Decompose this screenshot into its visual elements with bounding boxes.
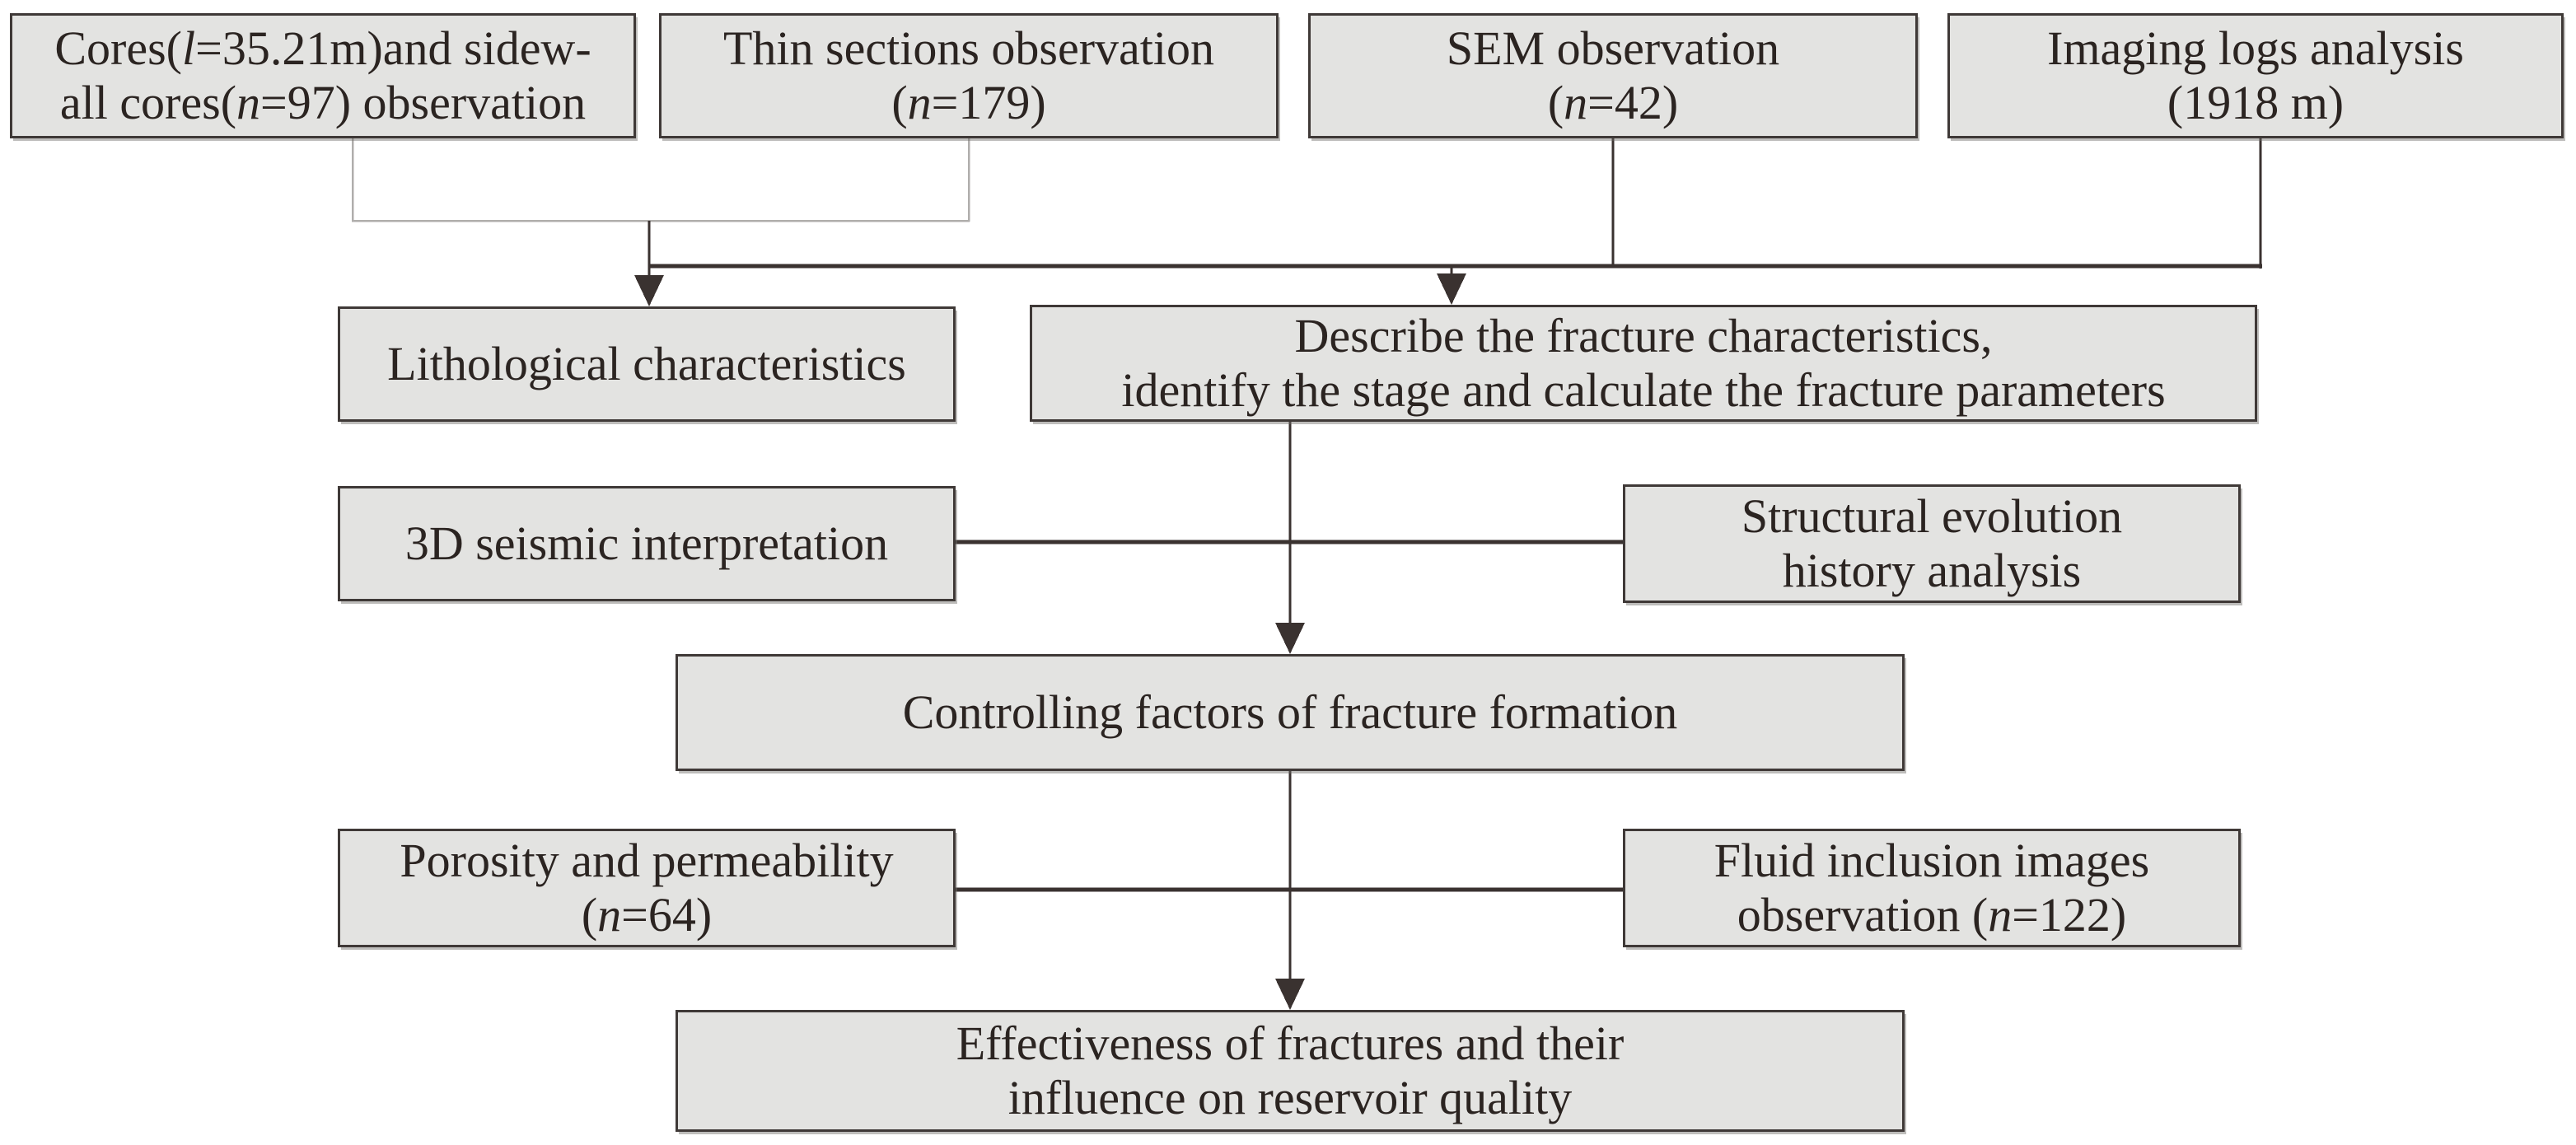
- node-thin-sections-line-2: (n=179): [891, 76, 1046, 129]
- node-describe-line-1: Describe the fracture characteristics,: [1294, 309, 1993, 362]
- arrowhead-effectiveness: [1275, 979, 1305, 1010]
- node-fluid-line-1: Fluid inclusion images: [1713, 834, 2150, 887]
- node-thin-sections-line-1: Thin sections observation: [722, 21, 1214, 75]
- node-describe-line-2: identify the stage and calculate the fra…: [1121, 363, 2166, 417]
- node-structural-evolution: Structural evolution history analysis: [1623, 484, 2241, 603]
- node-3d-seismic-interpretation: 3D seismic interpretation: [338, 486, 956, 601]
- node-controlling-line-1: Controlling factors of fracture formatio…: [902, 685, 1678, 739]
- node-cores-observation: Cores(l=35.21m)and sidew- all cores(n=97…: [10, 13, 636, 138]
- arrowhead-describe: [1437, 273, 1466, 305]
- node-imaging-logs: Imaging logs analysis (1918 m): [1947, 13, 2564, 138]
- node-structural-line-2: history analysis: [1782, 544, 2082, 597]
- node-structural-line-1: Structural evolution: [1741, 489, 2123, 543]
- arrowhead-lithological: [634, 275, 664, 306]
- node-imaging-logs-line-1: Imaging logs analysis: [2047, 21, 2464, 75]
- node-sem-line-2: (n=42): [1547, 76, 1679, 129]
- node-describe-fracture-characteristics: Describe the fracture characteristics, i…: [1030, 305, 2257, 422]
- node-effectiveness-of-fractures: Effectiveness of fractures and their inf…: [676, 1010, 1905, 1132]
- node-porosity-line-2: (n=64): [581, 888, 713, 942]
- node-effectiveness-line-2: influence on reservoir quality: [1007, 1071, 1573, 1124]
- node-sem-line-1: SEM observation: [1446, 21, 1780, 75]
- node-cores-line-1: Cores(l=35.21m)and sidew-: [54, 21, 591, 75]
- node-porosity-line-1: Porosity and permeability: [400, 834, 894, 887]
- node-fluid-inclusion: Fluid inclusion images observation (n=12…: [1623, 829, 2241, 947]
- node-fluid-line-2: observation (n=122): [1737, 888, 2127, 942]
- arrowhead-controlling: [1275, 623, 1305, 654]
- node-porosity-permeability: Porosity and permeability (n=64): [338, 829, 956, 947]
- node-lithological-characteristics: Lithological characteristics: [338, 306, 956, 422]
- node-imaging-logs-line-2: (1918 m): [2167, 76, 2345, 129]
- node-seismic-line-1: 3D seismic interpretation: [404, 516, 889, 570]
- node-cores-line-2: all cores(n=97) observation: [59, 76, 587, 129]
- node-lithological-line-1: Lithological characteristics: [387, 337, 906, 390]
- node-thin-sections: Thin sections observation (n=179): [659, 13, 1279, 138]
- node-controlling-factors: Controlling factors of fracture formatio…: [676, 654, 1905, 771]
- node-effectiveness-line-1: Effectiveness of fractures and their: [956, 1016, 1625, 1070]
- node-sem-observation: SEM observation (n=42): [1308, 13, 1918, 138]
